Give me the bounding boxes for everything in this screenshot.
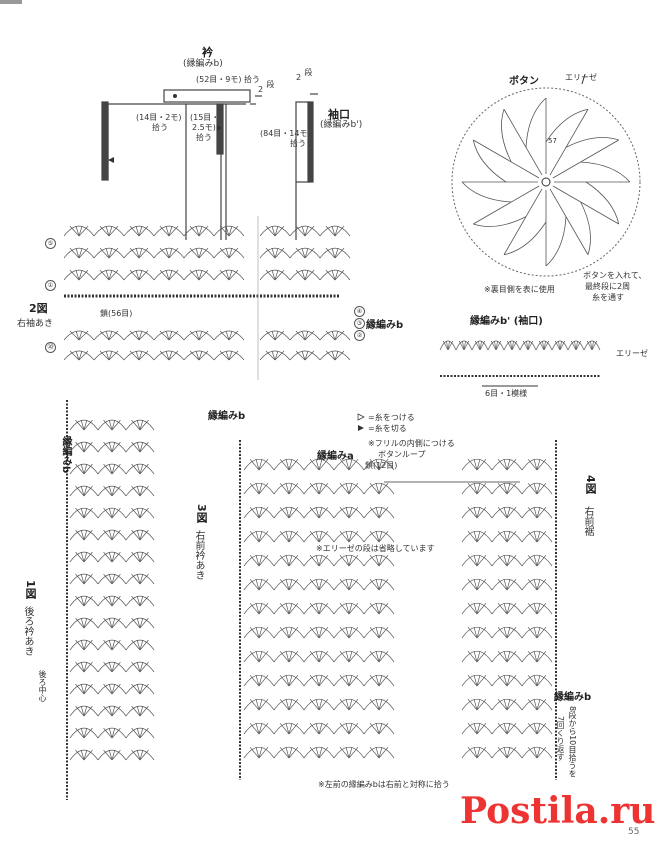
fig4-repeat-note: 8段から10目拾うを (568, 706, 577, 778)
legend-frill: ※フリルの内側につける (368, 439, 455, 448)
cuff-sub: (縁編みb') (320, 120, 363, 130)
cuff-rows-unit: 段 (304, 68, 313, 76)
legend-loop-chain: 鎖(12目) (365, 461, 398, 470)
fig3-sub: 右前衿あき (193, 530, 204, 580)
button-note-insert: ボタンを入れて、 (583, 271, 647, 280)
edging-bprime-repeat: 6目・1模様 (485, 389, 528, 398)
button-elise: エリーゼ (565, 73, 597, 82)
fig4-repeat-note2: 7回くり返す (556, 716, 565, 762)
fig2-row-3: ③ (354, 318, 365, 329)
fig2-sub: 右袖あき (17, 319, 54, 329)
button-note-back: ※裏目側を表に使用 (484, 285, 555, 294)
fig1-label: 1図 (24, 580, 37, 599)
fig4-edge: 縁編みb (554, 692, 592, 703)
fig3-note-sym: ※左前の縁編みbは右前と対称に拾う (318, 780, 450, 789)
button-center-label: 57 (548, 137, 557, 145)
cuff-pickup2: 拾う (290, 139, 306, 148)
fig2-label: 2図 (29, 302, 48, 315)
collar-pickup-left2: 拾う (152, 123, 168, 132)
fig4-label: 4図 (584, 475, 597, 494)
edging-bprime-elise: エリーゼ (616, 349, 648, 358)
fig2-row-2: ② (354, 330, 365, 341)
fig1-edge: 縁編みb (60, 436, 71, 474)
fig2-row-4: ④ (354, 306, 365, 317)
fig1-sub: 後ろ衿あき (22, 606, 33, 656)
collar-rows-unit: 段 (266, 80, 275, 88)
page-number: 55 (628, 827, 640, 837)
legend-cut: =糸を切る (368, 424, 407, 433)
cuff-rows-num: 2 (296, 73, 302, 82)
collar-pickup-mid: (15目・ (190, 113, 220, 122)
watermark: Postila.ru (460, 790, 655, 832)
fig3-label: 3図 (195, 504, 208, 523)
cuff-pickup: (84目・14モ) (260, 129, 311, 138)
fig2-row-5: ⑤ (45, 238, 56, 249)
button-note-insert2: 最終段に2周 (585, 282, 631, 291)
corner-mark (0, 0, 22, 4)
edging-bprime-title: 縁編みb' (袖口) (470, 316, 543, 327)
fig4-sub: 右前裾 (582, 506, 593, 536)
button-note-insert3: 糸を通す (592, 293, 624, 302)
cuff-title: 袖口 (328, 108, 350, 121)
watermark-text: Postila.ru (460, 790, 656, 832)
collar-pickup-left: (14目・2モ) (136, 113, 182, 122)
collar-pickup-mid3: 拾う (196, 133, 212, 142)
collar-pickup-mid2: 2.5モ) (192, 123, 216, 132)
legend-loop: ボタンループ (378, 450, 426, 459)
fig2-row-1: ① (45, 280, 56, 291)
fig2-chain: 鎖(56目) (100, 309, 133, 318)
fig3-note-omit: ※エリーゼの段は省略しています (316, 544, 435, 553)
legend-attach: =糸をつける (368, 413, 415, 422)
fig2-edge: 縁編みb (366, 320, 404, 331)
fig3-edge-a: 縁編みa (317, 451, 354, 462)
collar-sub: (縁編みb) (183, 59, 223, 69)
collar-title: 衿 (202, 46, 213, 59)
fig3-edge: 縁編みb (208, 411, 246, 422)
collar-rows-num: 2 (258, 85, 264, 94)
collar-pickup-top: (52目・9モ) 拾う (196, 75, 261, 84)
fig1-center: 後ろ中心 (38, 670, 47, 702)
button-title: ボタン (509, 76, 539, 87)
fig2-row-20: ⑳ (45, 342, 56, 353)
